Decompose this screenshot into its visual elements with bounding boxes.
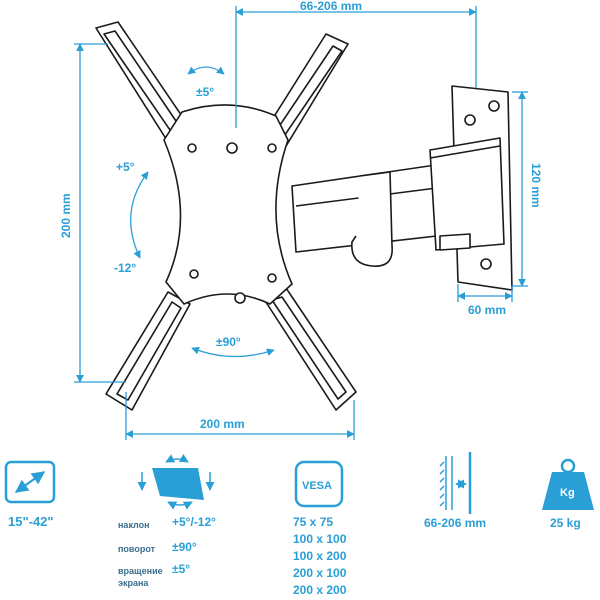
- vesa-size-3: 100 x 200: [293, 549, 347, 563]
- dim-swivel: ±90°: [216, 335, 241, 349]
- dim-top-width: 66-206 mm: [300, 0, 362, 13]
- load-value: 25 kg: [550, 516, 581, 530]
- tv-mount-illustration: [95, 21, 513, 411]
- tilt-value: +5°/-12°: [172, 515, 216, 529]
- rotation-value: ±5°: [172, 562, 191, 576]
- tilt-label: наклон: [118, 520, 150, 530]
- mount-cable-clip: [351, 171, 393, 267]
- vesa-size-5: 200 x 200: [293, 583, 347, 597]
- mount-arm-bottom-left: [105, 291, 191, 411]
- swivel-label: поворот: [118, 544, 156, 554]
- dim-wall-width: 60 mm: [468, 303, 506, 317]
- screen-size-icon: [4, 460, 56, 504]
- dim-wall-height: 120 mm: [529, 163, 543, 208]
- dim-horizontal: 200 mm: [200, 417, 245, 431]
- vesa-badge: VESA: [302, 480, 332, 492]
- dim-vertical: 200 mm: [59, 193, 73, 238]
- dimension-lines: [74, 6, 528, 440]
- mount-arm-top-left: [95, 21, 191, 143]
- tilt-rotation-icon: [137, 453, 215, 510]
- vesa-sizes-list: 75 x 75 100 x 100 100 x 200 200 x 100 20…: [293, 514, 346, 599]
- dim-tilt-down: -12°: [114, 261, 136, 275]
- vesa-size-1: 75 x 75: [293, 515, 334, 529]
- kg-badge: Kg: [560, 487, 575, 499]
- rotation-label-line2: экрана: [118, 578, 149, 588]
- vesa-icon: [294, 460, 344, 508]
- screen-size-value: 15"-42": [8, 514, 54, 529]
- rotation-label-line1: вращение: [118, 566, 163, 576]
- mount-joint-block: [429, 137, 505, 251]
- weight-icon: [542, 458, 594, 510]
- dim-rotation-top: ±5°: [196, 85, 214, 99]
- depth-value: 66-206 mm: [424, 516, 487, 530]
- mount-center-plate: [163, 104, 293, 305]
- dim-tilt-up: +5°: [116, 160, 135, 174]
- swivel-value: ±90°: [172, 540, 197, 554]
- vesa-size-4: 200 x 100: [293, 566, 347, 580]
- vesa-size-2: 100 x 100: [293, 532, 347, 546]
- mount-arm-bottom-right: [261, 287, 357, 411]
- depth-icon: [439, 452, 472, 514]
